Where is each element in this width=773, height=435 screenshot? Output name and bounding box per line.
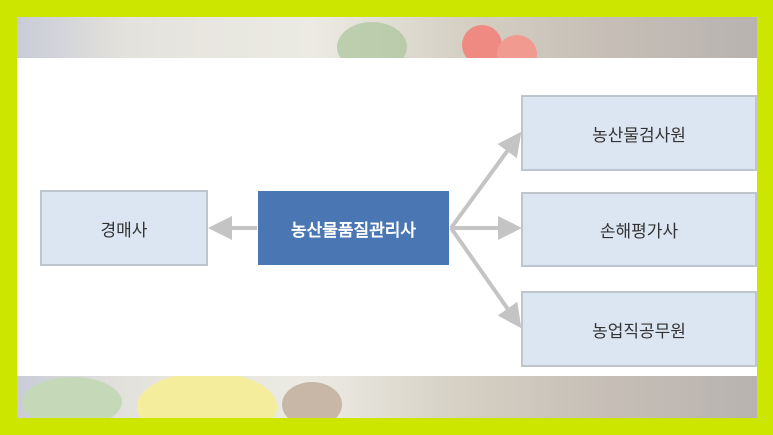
- center-box: 농산물품질관리사: [258, 191, 449, 265]
- greens-image: [22, 377, 122, 418]
- right-box-label: 농산물검사원: [592, 125, 686, 146]
- right-box-2: 손해평가사: [521, 192, 757, 267]
- center-box-label: 농산물품질관리사: [290, 220, 417, 241]
- right-box-3: 농업직공무원: [521, 291, 757, 367]
- right-box-label: 손해평가사: [599, 222, 679, 242]
- right-box-label: 농업직공무원: [592, 321, 686, 342]
- left-box-label: 경매사: [100, 220, 148, 241]
- left-box: 경매사: [40, 190, 208, 266]
- potato-image: [282, 382, 342, 418]
- arrow-to-right-1: [449, 131, 522, 230]
- arrow-to-right-3: [449, 226, 522, 329]
- right-box-1: 농산물검사원: [521, 95, 757, 171]
